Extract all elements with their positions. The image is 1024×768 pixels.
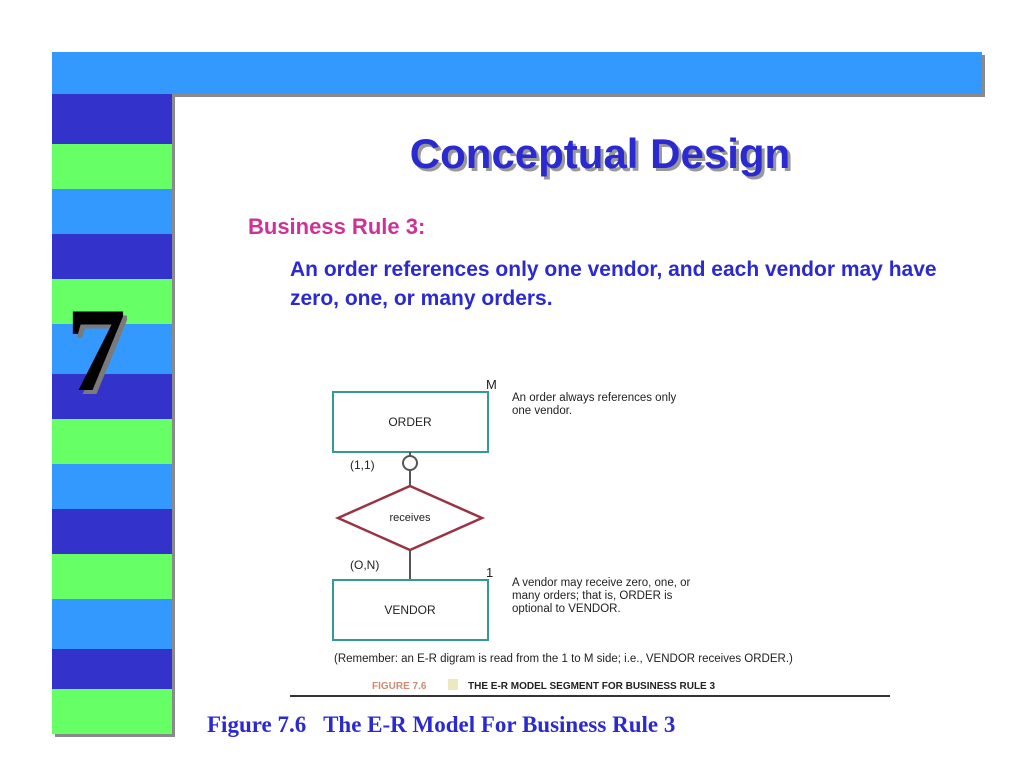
vendor-participation: (O,N) xyxy=(350,558,379,572)
striped-sidebar xyxy=(52,94,172,734)
vendor-cardinality: 1 xyxy=(486,565,493,580)
figure-label-swatch xyxy=(448,679,458,690)
relationship-label: receives xyxy=(390,512,431,524)
vendor-note-line: A vendor may receive zero, one, or xyxy=(512,577,691,589)
vendor-entity-label: VENDOR xyxy=(384,603,436,617)
top-banner xyxy=(52,52,982,94)
sidebar-stripe xyxy=(52,279,172,324)
order-cardinality: M xyxy=(486,377,497,392)
order-participation: (1,1) xyxy=(350,458,375,472)
sidebar-stripe xyxy=(52,599,172,649)
order-note-line: one vendor. xyxy=(512,405,572,417)
sidebar-stripe xyxy=(52,94,172,144)
sidebar-stripe xyxy=(52,464,172,509)
sidebar-stripe xyxy=(52,144,172,189)
sidebar-stripe xyxy=(52,419,172,464)
business-rule-text: An order references only one vendor, and… xyxy=(290,258,937,310)
slide-title: Conceptual Design xyxy=(409,130,791,177)
vendor-note-line: optional to VENDOR. xyxy=(512,603,621,615)
vendor-entity-box xyxy=(332,579,489,641)
order-note-line: An order always references only xyxy=(512,392,677,404)
sidebar-stripe xyxy=(52,649,172,689)
remember-note: (Remember: an E-R digram is read from th… xyxy=(334,653,793,665)
sidebar-stripe xyxy=(52,554,172,599)
sidebar-stripe xyxy=(52,374,172,419)
sidebar-stripe xyxy=(52,234,172,279)
sidebar-stripe xyxy=(52,509,172,554)
figure-caption: Figure 7.6 The E-R Model For Business Ru… xyxy=(207,712,676,737)
er-diagram: ORDER M (1,1) receives (O,N) 1 VENDOR An… xyxy=(290,377,890,697)
order-entity-label: ORDER xyxy=(388,415,432,429)
sidebar-stripe xyxy=(52,189,172,234)
sidebar-stripe xyxy=(52,324,172,374)
figure-number: FIGURE 7.6 xyxy=(372,681,427,692)
optional-circle xyxy=(402,455,418,471)
figure-title: THE E-R MODEL SEGMENT FOR BUSINESS RULE … xyxy=(468,681,715,692)
chapter-number: 7 xyxy=(66,283,126,416)
sidebar-stripe xyxy=(52,689,172,734)
vendor-note-line: many orders; that is, ORDER is xyxy=(512,590,673,602)
business-rule-heading: Business Rule 3: xyxy=(248,214,426,239)
